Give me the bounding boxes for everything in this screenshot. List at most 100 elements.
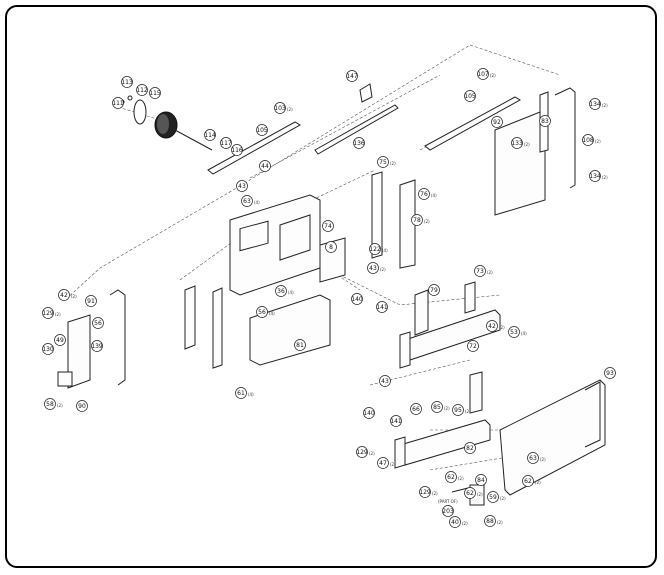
cable-reel-assembly [119,95,213,151]
callout-circle [377,156,389,168]
callout-105: 105 [256,124,268,136]
callout-number: 122 [369,246,381,253]
callout-number: 66 [412,406,420,413]
callout-number: 133 [511,140,523,147]
callout-circle [136,84,148,96]
callout-number: 47 [379,460,387,467]
callout-circle [356,446,368,458]
callout-number: 90 [78,403,86,410]
upright-rails [371,171,416,269]
callout-number: 140 [351,296,363,303]
frame-72 [399,281,501,369]
callout-141: 141 [390,415,402,427]
callout-129: 129(2) [42,307,61,319]
callout-number: 56 [258,309,266,316]
callout-number: 115 [149,90,161,97]
callout-number: 73 [476,268,484,275]
left-support [57,289,126,389]
callout-quantity: (4) [288,290,294,295]
callout-circle [445,471,457,483]
callout-92: 92 [491,116,503,128]
callout-number: 76 [420,191,428,198]
callout-quantity: (2) [424,219,430,224]
callout-number: 78 [413,217,421,224]
block-90 [57,371,73,387]
callout-74: 74 [322,220,334,232]
callout-circle [346,70,358,82]
callout-circle [442,505,454,517]
callout-49: 49 [54,334,66,346]
panel-92 [494,109,546,216]
callout-circle [582,134,594,146]
reel-shaft [174,129,213,151]
callout-44: 44 [259,160,271,172]
callout-147: 147 [346,70,358,82]
callout-quantity: (2) [465,409,471,414]
callout-quantity: (4) [248,392,254,397]
bracket-105-left [207,121,301,175]
callout-62: 62(2) [445,471,464,483]
callout-43: 43(2) [367,262,386,274]
callout-36: 36(4) [275,285,294,297]
callout-circle [428,284,440,296]
callout-43: 43 [236,180,248,192]
callout-number: 74 [324,223,332,230]
callout-number: 49 [56,337,64,344]
callout-number: 62 [524,478,532,485]
callout-number: 58 [46,401,54,408]
callout-113: 113 [121,76,133,88]
callout-133: 133(2) [511,137,530,149]
callout-number: 129 [356,449,368,456]
callout-number: 103 [274,105,286,112]
callout-quantity: (2) [477,492,483,497]
callout-circle [322,220,334,232]
callout-number: 134 [589,101,601,108]
callout-82: 82 [464,442,476,454]
callout-number: 75 [379,159,387,166]
callout-quantity: (2) [490,73,496,78]
callout-circle [589,170,601,182]
callout-quantity: (2) [458,476,464,481]
callout-circle [604,367,616,379]
callout-circle [231,144,243,156]
callout-circle [275,285,287,297]
callout-circle [91,340,103,352]
callout-number: 141 [376,304,388,311]
callout-circle [256,306,268,318]
callout-circle [256,124,268,136]
callout-circle [353,137,365,149]
callout-quantity: (4) [521,331,527,336]
callout-number: 112 [136,87,148,94]
callout-47: 47(2) [377,457,396,469]
callout-53: 53(4) [508,326,527,338]
callout-circle [351,293,363,305]
callout-56: 56(4) [256,306,275,318]
callout-number: 42 [488,323,496,330]
callout-number: 62 [466,490,474,497]
callout-number: 43 [369,265,377,272]
callout-141: 141 [376,301,388,313]
callout-circle [390,415,402,427]
callout-number: 93 [606,370,614,377]
callout-circle [42,307,54,319]
callout-circle [369,243,381,255]
callout-circle [449,516,461,528]
callout-quantity: (2) [369,451,375,456]
callout-number: 130 [42,346,54,353]
callout-62: 62(2) [464,487,483,499]
callout-115: 115 [149,87,161,99]
callout-114: 114 [204,129,216,141]
callout-140: 140 [351,293,363,305]
callout-number: 108 [582,137,594,144]
callout-59: 59(2) [487,491,506,503]
callout-number: 111 [112,100,124,107]
callout-number: 82 [466,445,474,452]
panel-93 [499,379,606,496]
callout-quantity: (4) [269,311,275,316]
callout-108: 108(2) [582,134,601,146]
callout-circle [54,334,66,346]
callout-62: 62(2) [522,475,541,487]
callout-quantity: (4) [382,248,388,253]
callout-58: 58(2) [44,398,63,410]
